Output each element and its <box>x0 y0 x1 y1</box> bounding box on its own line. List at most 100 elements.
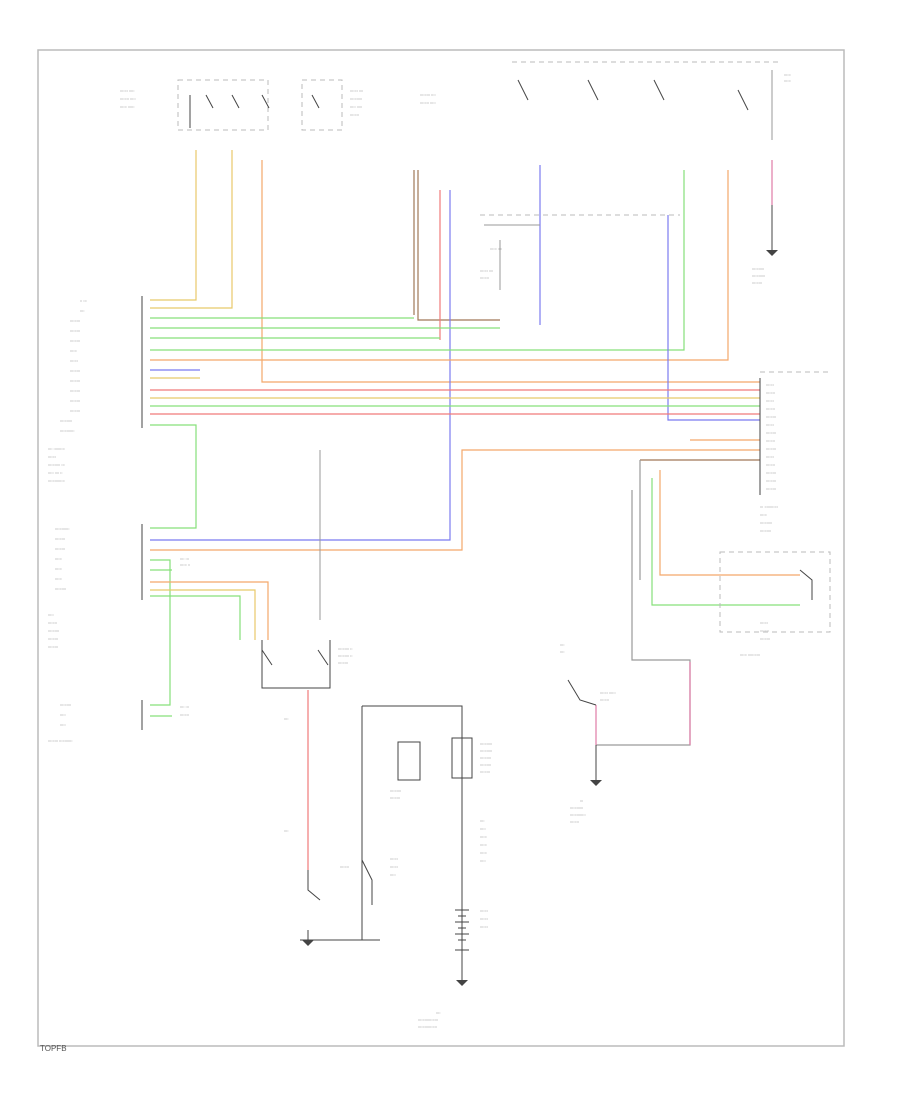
svg-text::::::::::: ::: :::::::::: :: <box>338 653 352 658</box>
svg-text::::: :::: :::: ::: <box>180 704 189 709</box>
svg-text:::::::::: :::::::: <box>570 819 579 824</box>
svg-text::::::: ::::: <box>480 858 486 863</box>
svg-text::::::::: ::::::: <box>480 916 488 921</box>
battery: ::::::: ::::::: ::::::: :::: :::::::::::… <box>418 900 488 1029</box>
svg-text::::::::::: ::::::::: <box>480 769 490 774</box>
svg-text:::::: :::::: ::::: ::::: <box>350 104 362 109</box>
svg-text::: :::: :: ::: <box>80 298 87 303</box>
svg-text::::::::: ::::::: <box>766 398 774 403</box>
svg-text::::::::::::: ::::::::::: <box>350 96 362 101</box>
svg-text:::::: :::: <box>284 828 288 833</box>
svg-text::::::::: ::::::: <box>48 454 56 459</box>
svg-text::::::::::::::::::: ::::::::::::::::: <box>418 1024 437 1029</box>
svg-text:::::::: :::::: <box>480 842 487 847</box>
svg-text::::::: ::: :::::: :: <box>180 562 190 567</box>
svg-text:::::: :::: ::: ::::: :::: :: <box>48 470 62 475</box>
svg-text::::: ::::::::::: :::: :::::::::: <box>48 446 65 451</box>
svg-text:::::::::::: :::::::::: <box>760 528 771 533</box>
svg-text:::::::::::: :::::::::: <box>390 788 401 793</box>
svg-text::::::: ::::: <box>60 712 66 717</box>
svg-text::::::::: :::::: :::::::: ::::: <box>420 100 436 105</box>
top-left-switch-assembly: ::::::: ::::: :::::::: ::::: :::::: ::::… <box>120 79 363 131</box>
svg-text::::::::::::: ::::::::::: <box>760 520 772 525</box>
svg-text::::::::::: ::::::::: <box>766 486 776 491</box>
svg-text::::::::::::::: ::::::::::::: <box>55 526 69 531</box>
svg-text::::: ::: <box>580 798 583 803</box>
svg-text::::::::::: ::::::::: <box>48 636 58 641</box>
svg-text:::::::::::::::: :::::::::::::: <box>570 812 586 817</box>
svg-text:::::::::::: :::: ::::::::::: ::: <box>48 462 65 467</box>
svg-text::::::::::::: ::::::::::: <box>752 266 764 271</box>
svg-text::::::: ::::: :::::: :::: <box>490 246 502 251</box>
svg-text::::::: ::::: <box>390 872 396 877</box>
svg-text::::::::: ::::::: <box>480 924 488 929</box>
svg-text:::: ::::::::::::: ::: :::::::::::: <box>760 504 778 509</box>
svg-text::::::::::: ::::::::: <box>70 378 80 383</box>
svg-text::::: :::: :::: ::: <box>180 556 189 561</box>
svg-text::::::::::: ::::::::: <box>70 318 80 323</box>
footer-code: TOPFB <box>40 1044 67 1053</box>
svg-text:::::: :::: <box>284 716 288 721</box>
svg-text::::::: ::::: <box>48 612 54 617</box>
svg-text:::::::::::::: :::::::::::: <box>570 805 583 810</box>
left-connector-bottom: :::::::::: ::::: ::::: ::::::::: :::::::… <box>48 700 143 743</box>
center-splice: ::::::: :::: :::::::: :::::: :::: <box>480 214 680 290</box>
svg-text::::::: ::::::: :::::: :::::: <box>120 104 134 109</box>
right-lower-wires: ::::::: :::::::: ::::::::: :::::: ::::::… <box>595 460 831 746</box>
lower-left-wires: :::: ::: :::::: :: :::: ::: :::::::: <box>150 556 269 717</box>
svg-text::::::::: ::::::: <box>390 856 398 861</box>
svg-text::::::::: ::::::: <box>480 908 488 913</box>
svg-text:::::::::::::: :::::::::::: <box>752 273 765 278</box>
svg-text:::::::: :::::: <box>480 850 487 855</box>
svg-text:::::::::::: :::::::::: <box>480 762 491 767</box>
svg-text::::::::::: ::::::::: <box>70 388 80 393</box>
svg-text::::::::::::: ::::::::::: <box>480 748 492 753</box>
svg-text:::::::::: :::::::: <box>766 438 775 443</box>
svg-text::::::::::::::::: ::::::::::::::: <box>48 478 65 483</box>
svg-text:::::::::::: :::::::::: <box>48 628 59 633</box>
svg-text::::::::::::: ::::::::::: <box>480 741 492 746</box>
diagram-frame <box>37 49 845 1047</box>
svg-text:::::::::: ::::: ::::::::: :::: <box>420 92 436 97</box>
top-right-switch-assembly: :::::: :::::: ::::::::: :::: :::::::: ::… <box>420 61 791 140</box>
svg-text:::::::: :::::: <box>480 834 487 839</box>
top-right-ground: ::::::::::: :::::::::::: ::::::::: <box>752 205 778 285</box>
svg-text::::::::: ::::::: <box>766 422 774 427</box>
svg-text:::::::::: :::::::: <box>766 462 775 467</box>
main-harness-wires <box>150 150 773 551</box>
svg-text:::::::::: :::::::: <box>350 112 359 117</box>
svg-text::::::::::: ::::::::: <box>55 536 65 541</box>
svg-text:::::: :::: <box>436 1010 440 1015</box>
svg-text::::::::: ::::::: <box>390 864 398 869</box>
svg-text:::::::: :::::: <box>55 576 62 581</box>
svg-text:::::::: :::::: <box>760 512 767 517</box>
svg-text::::::: ::::: <box>60 722 66 727</box>
svg-text:::::: :::: <box>560 649 564 654</box>
svg-text:::::::::: :::::::: <box>600 697 609 702</box>
svg-text:::::::: :::::: <box>55 566 62 571</box>
svg-text::::::::: :::::: :::::::: ::::: <box>120 96 136 101</box>
lower-middle-switches: :::::::::: :: :::::::::: :: ::::::::: ::… <box>261 450 373 946</box>
svg-text::::::::::: ::::::::: <box>390 795 400 800</box>
svg-text::::::::::: ::::::::: <box>55 546 65 551</box>
svg-text:::::::::: :::::::: <box>340 864 349 869</box>
svg-text::::::::::: ::::::::: <box>752 280 762 285</box>
svg-text::::::::::: ::::::::: <box>766 430 776 435</box>
svg-text::::::::::: ::::::::: <box>338 660 348 665</box>
svg-text:::::::::: :::::::: <box>48 620 57 625</box>
svg-text:::::::::: :::::::: <box>180 712 189 717</box>
svg-text::::::::::: ::::::::: <box>766 414 776 419</box>
svg-text:::::::::: :::::::: <box>766 406 775 411</box>
svg-text:::::::: :::::: <box>784 78 791 83</box>
right-connector: ::::::: :::::::: ::::::: :::::::: ::::::… <box>759 371 830 533</box>
svg-text:::::::::: :::::::: <box>766 390 775 395</box>
svg-text:::::::::::: :::::::::: <box>60 702 71 707</box>
central-block: ::::::::::: ::::::::::: :::::::::: :::::… <box>300 705 492 941</box>
svg-text::::::::::::::: ::::::::::::: <box>60 428 74 433</box>
svg-text::::::::::: ::: :::::::::: :: <box>338 646 352 651</box>
svg-text:::::::::: :::::::: <box>760 628 769 633</box>
svg-text:::::::::::::::::::: :::::::::::::::::: <box>418 1017 438 1022</box>
svg-text::::::: :::::::::::: :::::: ::::::::::: <box>740 652 760 657</box>
svg-text::::::::::: ::::::::: <box>70 408 80 413</box>
